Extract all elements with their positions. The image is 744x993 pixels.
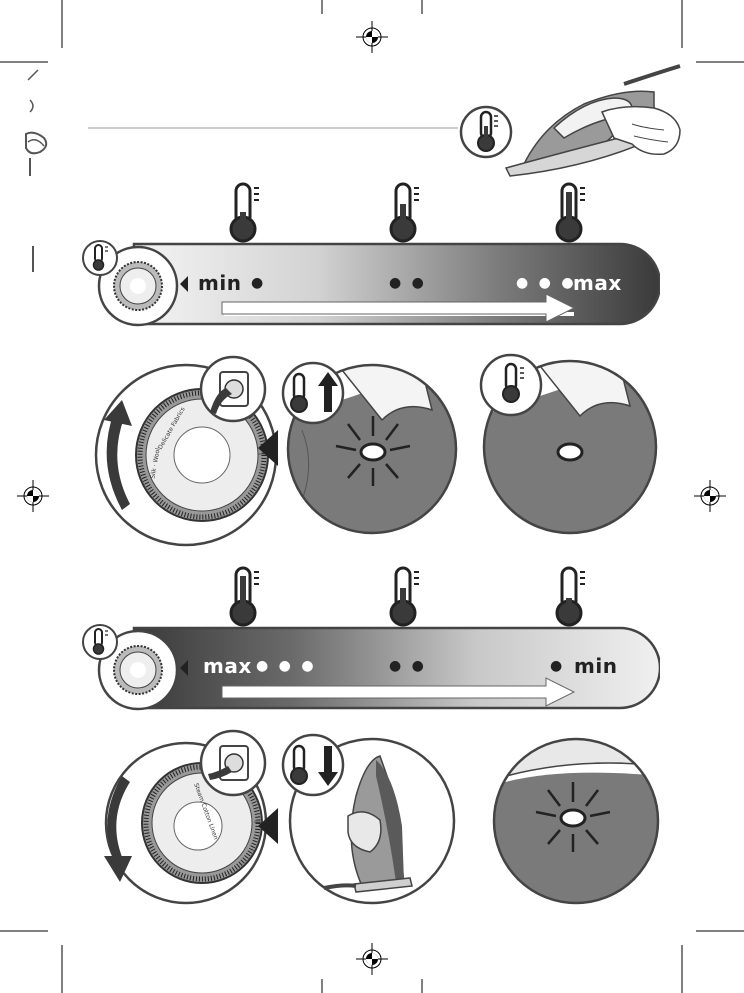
thermometer-falling-icon <box>281 733 345 797</box>
pointer-triangle-icon <box>258 808 278 844</box>
thermometer-icon <box>389 566 419 627</box>
light-burst-icon <box>335 416 411 486</box>
scale-left-dots: ● ● ● <box>256 658 317 674</box>
light-burst-icon <box>535 782 611 852</box>
scale-min-label: min <box>198 271 242 295</box>
scale-middle-dots: ● ● <box>389 275 427 291</box>
registration-mark-icon <box>694 480 726 512</box>
thermometer-icon <box>555 182 585 243</box>
scale-right-dots: ● <box>550 658 566 674</box>
scale-min-label: min <box>574 654 618 678</box>
wall-socket-plug-icon <box>199 729 267 797</box>
temperature-dial-small <box>97 629 179 711</box>
scale-left-dots: ● <box>251 275 267 291</box>
iron-with-hand-illustration <box>504 64 681 177</box>
thermometer-icon <box>229 566 259 627</box>
scale-middle-dots: ● ● <box>389 658 427 674</box>
thermometer-icon <box>229 182 259 243</box>
thermometer-rising-icon <box>281 361 345 425</box>
registration-mark-icon <box>356 21 388 53</box>
wall-socket-plug-icon <box>199 355 267 423</box>
temperature-bar-decreasing <box>132 626 660 710</box>
temperature-dial-small <box>97 245 179 327</box>
thermometer-icon <box>82 240 118 276</box>
registration-mark-icon <box>17 480 49 512</box>
scale-max-label: max <box>203 654 252 678</box>
temperature-bar-increasing <box>132 242 660 326</box>
registration-mark-icon <box>356 943 388 975</box>
side-binding-marks <box>25 69 48 272</box>
thermometer-icon <box>82 624 118 660</box>
pointer-triangle-icon <box>258 430 278 466</box>
thermometer-icon <box>479 353 543 417</box>
thermometer-icon <box>389 182 419 243</box>
thermometer-icon <box>555 566 585 627</box>
thermometer-icon <box>459 105 513 159</box>
scale-max-label: max <box>573 271 622 295</box>
scale-right-dots: ● ● ● <box>516 275 577 291</box>
header-rule <box>88 127 458 129</box>
